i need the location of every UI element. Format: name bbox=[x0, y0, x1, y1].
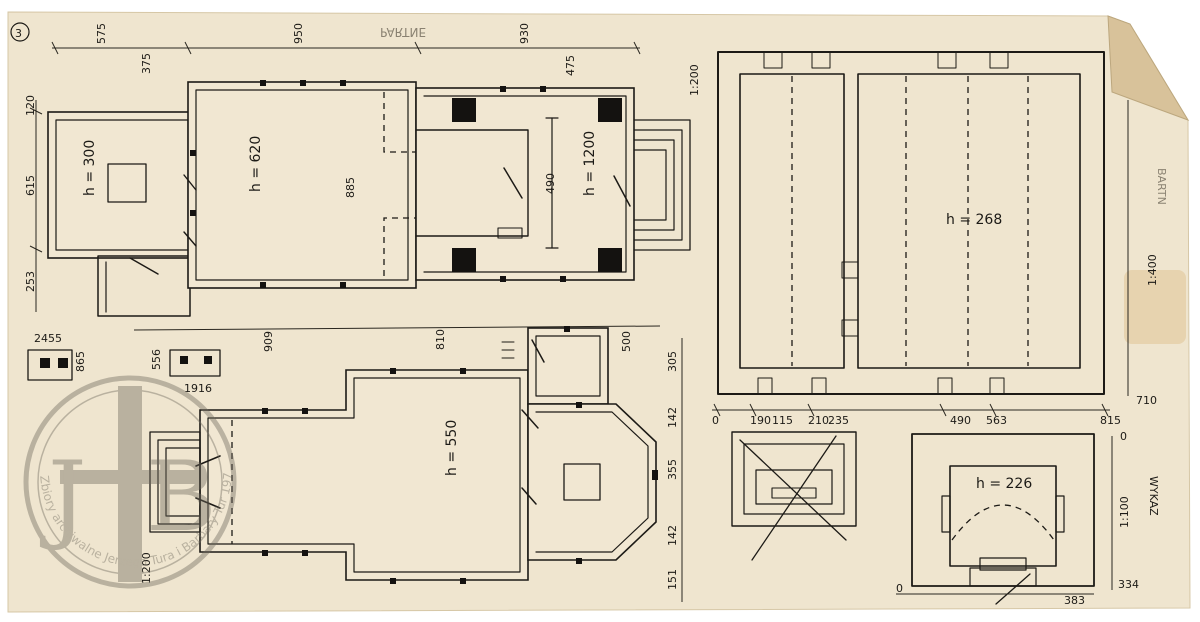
detail-c: 556 bbox=[150, 349, 163, 370]
detail-d: 1916 bbox=[184, 382, 212, 395]
dim-chancel-inner: 490 bbox=[544, 173, 557, 194]
section-detail: h = 226 0 334 0 383 1:100 WYKAZ bbox=[896, 430, 1160, 607]
height-section: h = 226 bbox=[976, 476, 1032, 492]
crossed-detail bbox=[731, 431, 857, 561]
top-stamp: PARTNE bbox=[380, 25, 426, 39]
sheet-number-circle bbox=[10, 22, 30, 42]
dim-top-right-inner: 475 bbox=[564, 55, 577, 76]
roof-axis-5: 490 bbox=[950, 414, 971, 427]
dim-left-low: 253 bbox=[24, 271, 37, 292]
dim-right-e: 151 bbox=[666, 569, 679, 590]
scale-section: 1:100 bbox=[1118, 496, 1131, 528]
plan-bottom-apse bbox=[527, 403, 657, 561]
plan-top-nave bbox=[187, 81, 417, 289]
detail-b: 865 bbox=[74, 351, 87, 372]
folded-corner bbox=[1107, 15, 1190, 121]
section-bottom-left: 0 bbox=[896, 582, 903, 595]
roof-axis-3: 210 bbox=[808, 414, 829, 427]
dim-top-mid: 950 bbox=[292, 23, 305, 44]
scale-top-plan: 1:200 bbox=[688, 64, 701, 96]
section-right-end: 334 bbox=[1118, 578, 1139, 591]
plan-bottom: 909 810 500 h = 550 305 142 355 142 15 bbox=[133, 325, 683, 602]
dim-top-right: 930 bbox=[518, 23, 531, 44]
small-details: 2455 865 556 1916 bbox=[27, 332, 221, 395]
paper-stain bbox=[1124, 270, 1186, 344]
dim-nave-inner: 885 bbox=[344, 177, 357, 198]
roof-right-end: 710 bbox=[1136, 394, 1157, 407]
roof-axis-1: 190 bbox=[750, 414, 771, 427]
dim-bottom-top-left: 909 bbox=[262, 331, 275, 352]
altar-square bbox=[107, 163, 147, 203]
watermark-letter-b: B bbox=[146, 441, 217, 553]
height-left-room: h = 300 bbox=[82, 140, 98, 196]
roof-plan: h = 268 1:400 BARTN 710 0 190 115 210 23… bbox=[712, 51, 1168, 427]
dim-left-mid: 615 bbox=[24, 175, 37, 196]
scale-roof-plan: 1:400 bbox=[1146, 254, 1159, 286]
column-post bbox=[452, 98, 476, 122]
dim-top-left: 375 bbox=[140, 53, 153, 74]
roof-axis-6: 563 bbox=[986, 414, 1007, 427]
wall-posts bbox=[190, 80, 566, 288]
dim-bottom-top-mid: 810 bbox=[434, 329, 447, 350]
scale-left-plan: 1:200 bbox=[140, 552, 153, 584]
plan-top: 575 375 950 930 475 120 615 253 h = 300 … bbox=[24, 23, 701, 317]
dim-top-total: 575 bbox=[95, 23, 108, 44]
right-edge-label: BARTN bbox=[1155, 168, 1168, 205]
height-chancel: h = 1200 bbox=[582, 131, 598, 196]
wall-posts-bottom bbox=[262, 326, 658, 584]
detail-a: 2455 bbox=[34, 332, 62, 345]
height-nave: h = 620 bbox=[248, 136, 264, 192]
dim-right-d: 142 bbox=[666, 525, 679, 546]
dim-left-top: 120 bbox=[24, 95, 37, 116]
height-roof: h = 268 bbox=[946, 212, 1002, 228]
plan-top-left-room bbox=[47, 111, 197, 259]
sheet-number: 3 bbox=[15, 27, 22, 40]
dim-right-b: 142 bbox=[666, 407, 679, 428]
plan-bottom-body bbox=[199, 369, 529, 581]
section-label: WYKAZ bbox=[1147, 476, 1160, 516]
dim-right-c: 355 bbox=[666, 459, 679, 480]
dim-bottom-top-right: 500 bbox=[620, 331, 633, 352]
roof-axis-2: 115 bbox=[772, 414, 793, 427]
plan-bottom-sacristy bbox=[527, 327, 609, 405]
watermark-ring bbox=[23, 375, 237, 589]
section-top: 0 bbox=[1120, 430, 1127, 443]
watermark-bar bbox=[118, 386, 142, 582]
roof-axis-4: 235 bbox=[828, 414, 849, 427]
roof-axis-7: 815 bbox=[1100, 414, 1121, 427]
height-bottom: h = 550 bbox=[444, 420, 460, 476]
section-bottom-right: 383 bbox=[1064, 594, 1085, 607]
dim-right-a: 305 bbox=[666, 351, 679, 372]
roof-axis-0: 0 bbox=[712, 414, 719, 427]
